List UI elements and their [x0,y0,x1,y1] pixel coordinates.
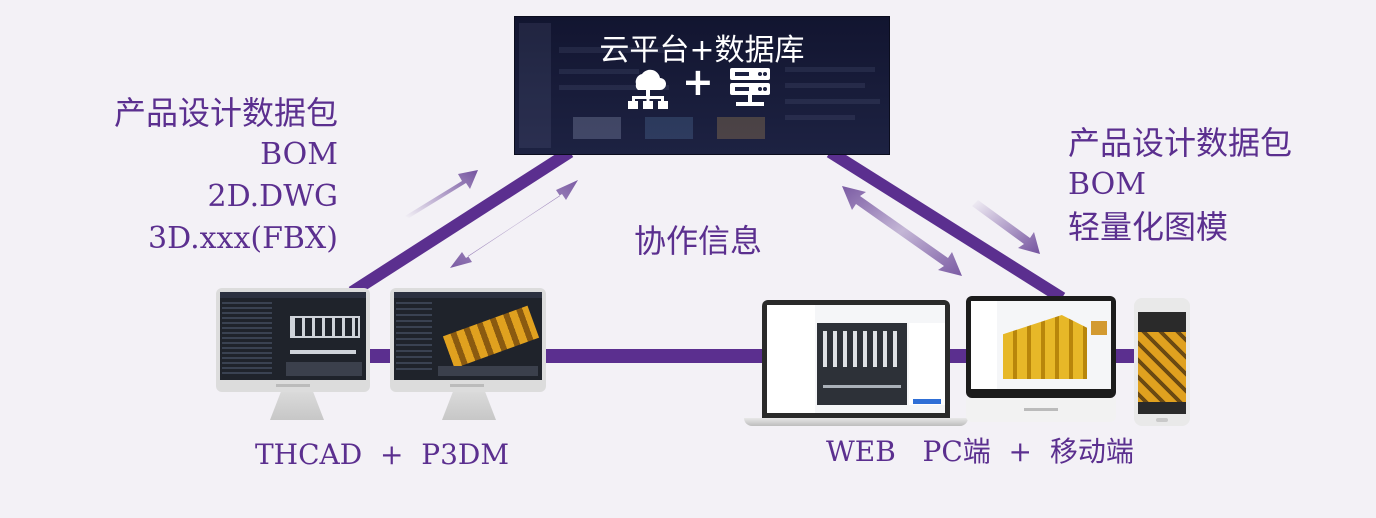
left-data-package: 产品设计数据包 BOM 2D.DWG 3D.xxx(FBX) [80,92,338,260]
pc-monitor [966,296,1116,398]
web-laptop-base [744,418,968,426]
web-mobile-clients-caption: WEB PC端 + 移动端 [826,435,1134,468]
desktop-clients-caption: THCAD + P3DM [255,438,510,471]
right-package-heading: 产品设计数据包 [1068,124,1293,162]
left-package-heading: 产品设计数据包 [113,94,338,132]
sync-arrow-right [842,186,962,276]
right-data-package: 产品设计数据包 BOM 轻量化图模 [1068,122,1292,248]
pc-monitor-chin [966,398,1116,422]
cloud-network-icon [628,69,668,109]
download-arrow-right [972,200,1040,254]
right-package-item-bom: BOM [1068,167,1146,202]
pc-screen [971,301,1111,389]
p3dm-monitor [390,288,546,392]
link-left-diagonal [348,146,574,298]
thcad-screen [220,292,366,380]
collaboration-label: 协作信息 [634,222,763,260]
server-icon [730,68,770,106]
web-screen [767,305,945,413]
cloud-platform-title: 云平台+数据库 [599,33,805,68]
thcad-monitor [216,288,370,392]
left-package-item-3d: 3D.xxx(FBX) [148,221,338,256]
link-right-diagonal [826,146,1066,304]
plus-sign: + [682,60,714,104]
cloud-platform-panel: 云平台+数据库 [514,16,890,155]
web-laptop [762,300,950,418]
p3dm-screen [394,292,542,380]
sync-arrow-left [450,180,578,268]
mobile-screen [1138,312,1186,414]
upload-arrow-left [405,170,478,218]
left-package-item-dwg: 2D.DWG [207,179,338,214]
right-package-item-lightweight: 轻量化图模 [1068,208,1229,246]
left-package-item-bom: BOM [260,137,338,172]
mobile-phone [1134,298,1190,426]
